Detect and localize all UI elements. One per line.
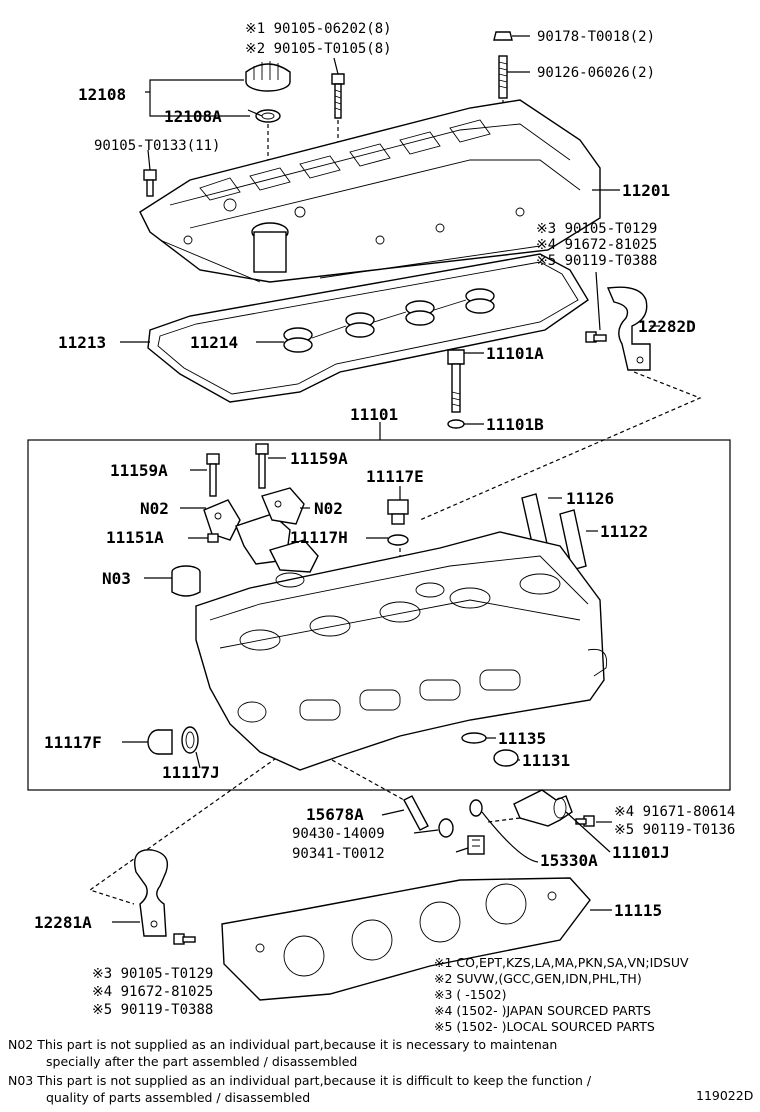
footnote-n03-line1: N03 This part is not supplied as an indi… (8, 1073, 592, 1088)
label-11101A: 11101A (486, 344, 544, 363)
label-nut: 90178-T0018(2) (537, 29, 655, 45)
label-11201: 11201 (622, 181, 670, 200)
label-cover-bolt-1: ※1 90105-06202(8) (245, 21, 392, 37)
label-11126: 11126 (566, 489, 614, 508)
label-N02-right: N02 (314, 499, 343, 518)
label-ocv-bolt-5: ※5 90119-T0136 (614, 822, 735, 838)
label-cover-bolt-2: ※2 90105-T0105(8) (245, 41, 392, 57)
plug-gasket-drawing (387, 534, 409, 546)
label-11131: 11131 (522, 751, 570, 770)
engine-hanger-lower-drawing (134, 849, 169, 937)
head-bolt-drawing (447, 349, 465, 413)
oil-filler-cap-drawing (245, 61, 291, 92)
label-11117F: 11117F (44, 733, 102, 752)
cap-gasket-drawing (255, 109, 281, 123)
diagram-id: 119022D (696, 1088, 753, 1103)
valve-lifter-drawing (171, 565, 201, 597)
footnotes: N02 This part is not supplied as an indi… (8, 1037, 592, 1105)
label-screw-plug: 90341-T0012 (292, 846, 385, 862)
cylinder-head-cover-drawing (139, 99, 601, 283)
note-3: ※3 ( -1502) (434, 987, 506, 1002)
label-11159A-left: 11159A (110, 461, 168, 480)
label-11101J: 11101J (612, 843, 670, 862)
hanger-bolt-lower-drawing (173, 933, 196, 945)
screw-plug-drawing (467, 835, 485, 855)
note-5: ※5 (1502- )LOCAL SOURCED PARTS (434, 1019, 655, 1034)
cam-cap-bolt-right-drawing (255, 443, 269, 489)
head-gasket-drawing (221, 877, 591, 1001)
label-11151A: 11151A (106, 528, 164, 547)
label-11135: 11135 (498, 729, 546, 748)
label-12108: 12108 (78, 85, 126, 104)
label-hanger-upper-bolt-5: ※5 90119-T0388 (536, 253, 657, 269)
small-bolt-drawing (143, 169, 157, 197)
label-15678A: 15678A (306, 805, 364, 824)
head-cover-gasket-drawing (147, 253, 589, 403)
label-hanger-upper-bolt-3: ※3 90105-T0129 (536, 221, 657, 237)
label-cover-small-bolt: 90105-T0133(11) (94, 138, 220, 154)
oring-15330a-drawing (469, 799, 483, 817)
plug-tube-gasket-drawing (283, 288, 495, 353)
plug-drawing (387, 499, 409, 525)
union-bolt-drawing (403, 795, 429, 831)
stud-drawing (498, 55, 508, 99)
dowel-pin-drawing (207, 533, 219, 543)
label-stud: 90126-06026(2) (537, 65, 655, 81)
leader-lines (112, 35, 660, 923)
footnote-n02-line1: N02 This part is not supplied as an indi… (8, 1037, 557, 1052)
valve-guide-drawing (559, 509, 587, 571)
ocv-bolt-drawing (575, 815, 595, 827)
label-11117E: 11117E (366, 467, 424, 486)
note-4: ※4 (1502- )JAPAN SOURCED PARTS (434, 1003, 651, 1018)
part-labels: ※1 90105-06202(8) ※2 90105-T0105(8) 9017… (34, 21, 735, 1018)
o-ring-large-drawing (181, 726, 199, 754)
seal-plug-drawing (147, 729, 173, 755)
label-12282D: 12282D (638, 317, 696, 336)
ring-11131-drawing (493, 749, 519, 767)
note-1: ※1 CO,EPT,KZS,LA,MA,PKN,SA,VN;IDSUV (434, 955, 689, 970)
label-hanger-lower-bolt-5: ※5 90119-T0388 (92, 1002, 213, 1018)
label-11117J: 11117J (162, 763, 220, 782)
label-12281A: 12281A (34, 913, 92, 932)
application-notes: ※1 CO,EPT,KZS,LA,MA,PKN,SA,VN;IDSUV ※2 S… (434, 955, 689, 1034)
oil-control-valve-drawing (513, 789, 573, 827)
footnote-n02-line2: specially after the part assembled / dis… (46, 1054, 357, 1069)
cylinder-head-assembly-frame (27, 439, 731, 791)
label-11101: 11101 (350, 405, 398, 424)
label-washer-gasket: 90430-14009 (292, 826, 385, 842)
label-N03: N03 (102, 569, 131, 588)
label-ocv-bolt-4: ※4 91671-80614 (614, 804, 735, 820)
hanger-bolt-upper-drawing (585, 331, 607, 343)
label-hanger-lower-bolt-4: ※4 91672-81025 (92, 984, 213, 1000)
head-bolt-washer-drawing (447, 419, 465, 429)
cover-bolt-drawing (331, 73, 345, 119)
washer-gasket-drawing (438, 818, 454, 838)
engine-hanger-upper-drawing (606, 286, 651, 371)
label-11101B: 11101B (486, 415, 544, 434)
label-11214: 11214 (190, 333, 238, 352)
label-15330A: 15330A (540, 851, 598, 870)
nut-drawing (493, 31, 513, 41)
cam-cap-bolt-left-drawing (206, 453, 220, 497)
label-hanger-lower-bolt-3: ※3 90105-T0129 (92, 966, 213, 982)
label-11122: 11122 (600, 522, 648, 541)
cylinder-head-drawing (195, 531, 608, 771)
label-11117H: 11117H (290, 528, 348, 547)
label-hanger-upper-bolt-4: ※4 91672-81025 (536, 237, 657, 253)
label-11159A-right: 11159A (290, 449, 348, 468)
label-11213: 11213 (58, 333, 106, 352)
gasket-11135-drawing (461, 732, 487, 744)
note-2: ※2 SUVW,(GCC,GEN,IDN,PHL,TH) (434, 971, 642, 986)
label-11115: 11115 (614, 901, 662, 920)
label-12108A: 12108A (164, 107, 222, 126)
camshaft-bearing-cap-drawing (203, 487, 319, 573)
footnote-n03-line2: quality of parts assembled / disassemble… (46, 1090, 310, 1105)
label-N02-left: N02 (140, 499, 169, 518)
